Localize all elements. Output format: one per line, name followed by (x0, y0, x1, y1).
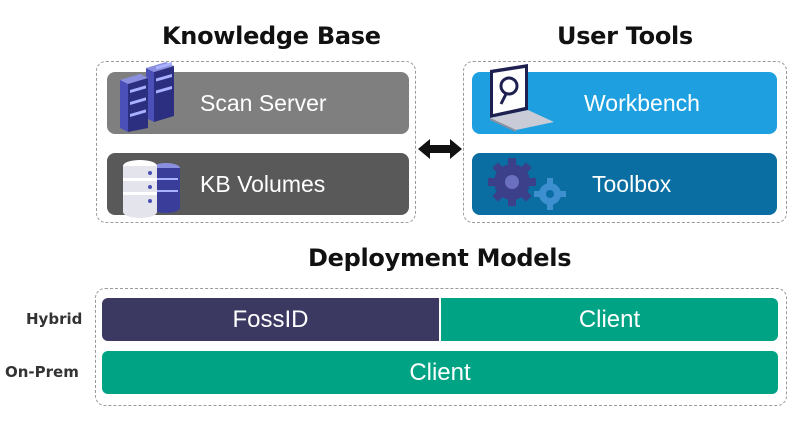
scan-server-label: Scan Server (200, 89, 327, 116)
hybrid-client-segment: Client (441, 298, 778, 341)
knowledge-base-title: Knowledge Base (162, 22, 381, 50)
kb-volumes-card: KB Volumes (107, 153, 409, 215)
double-arrow-icon (418, 139, 462, 159)
hybrid-row-label: Hybrid (26, 310, 83, 328)
gears-icon (488, 158, 566, 210)
knowledge-base-group (96, 61, 416, 223)
deployment-models-group (95, 288, 787, 406)
on-prem-client-segment: Client (102, 351, 778, 394)
workbench-label: Workbench (584, 89, 700, 116)
user-tools-title: User Tools (557, 22, 693, 50)
hybrid-fossid-segment: FossID (102, 298, 439, 341)
user-tools-group (463, 61, 787, 223)
deployment-models-title: Deployment Models (308, 244, 572, 272)
database-icon (123, 160, 180, 218)
laptop-magnifier-icon (490, 64, 554, 132)
toolbox-label: Toolbox (592, 170, 672, 197)
on-prem-row-label: On-Prem (5, 363, 79, 381)
kb-volumes-label: KB Volumes (200, 170, 326, 197)
server-rack-icon (120, 62, 174, 132)
